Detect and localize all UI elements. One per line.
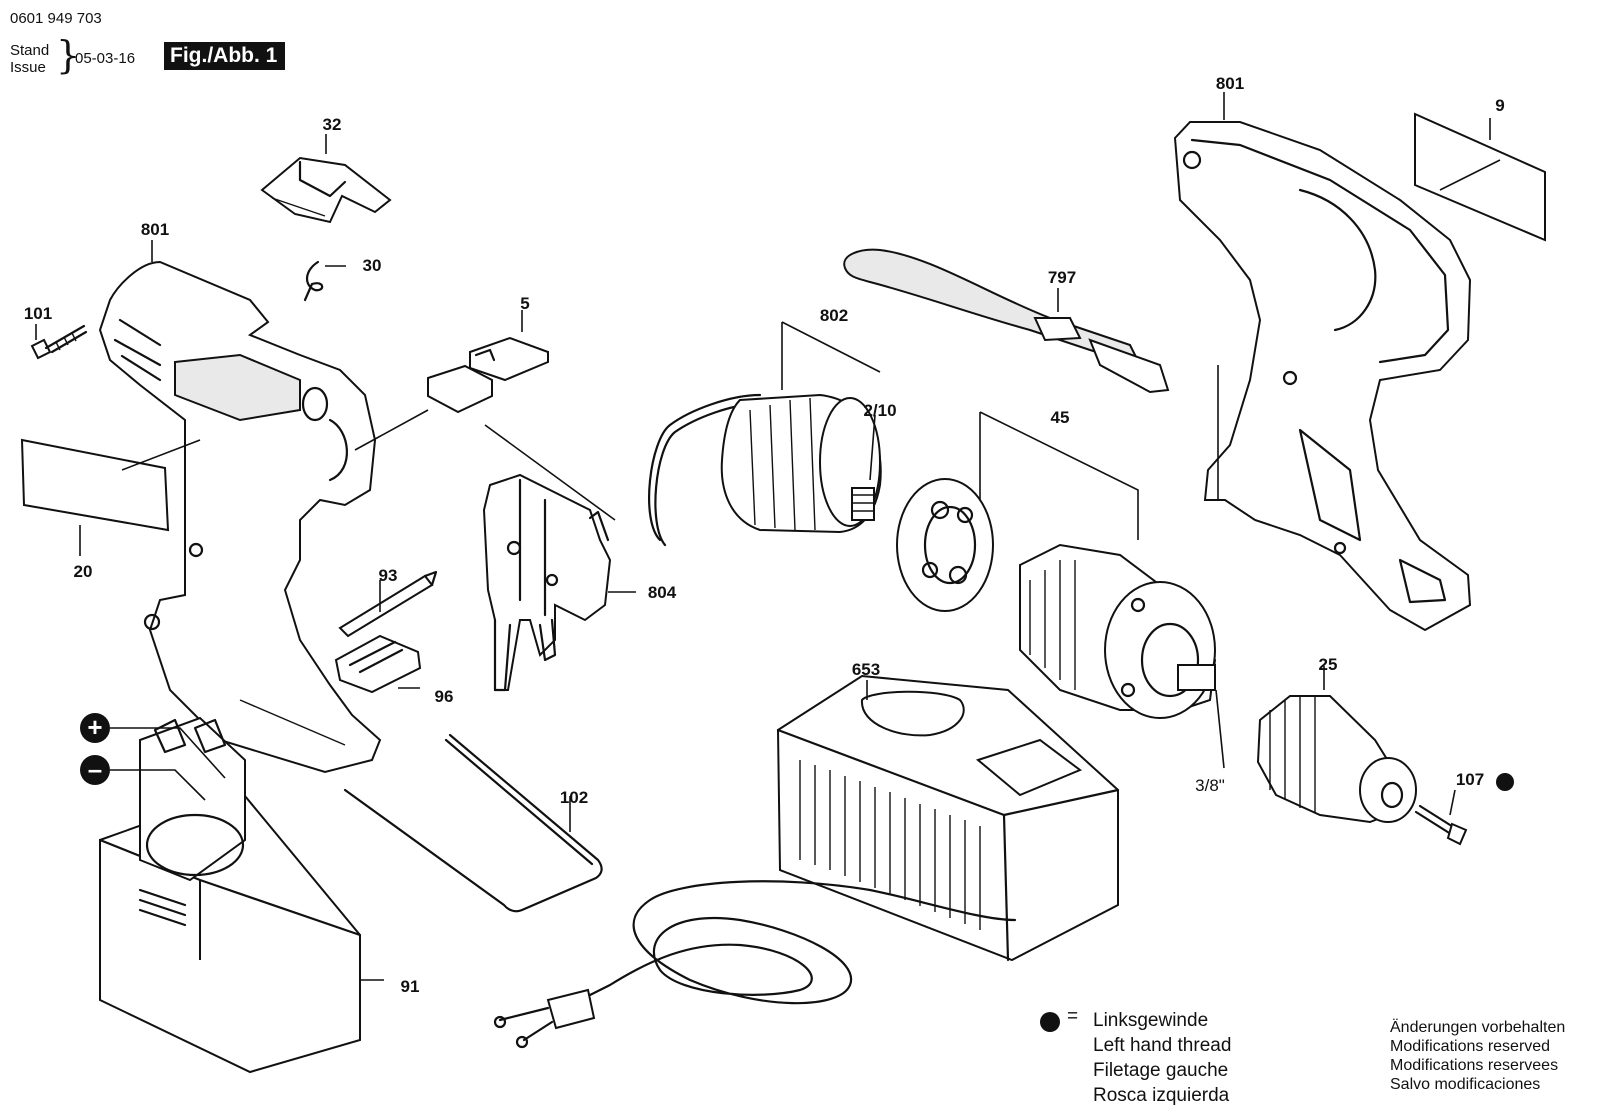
plus-icon: + bbox=[80, 713, 110, 743]
legend-equals: = bbox=[1067, 1006, 1079, 1027]
document-number: 0601 949 703 bbox=[10, 10, 102, 27]
callout-801-left: 801 bbox=[140, 220, 170, 239]
legend-line-de: Linksgewinde bbox=[1093, 1010, 1209, 1031]
stand-issue-labels: Stand Issue bbox=[10, 42, 49, 76]
callout-5: 5 bbox=[520, 294, 530, 313]
part-801-left-housing bbox=[98, 260, 382, 774]
part-801-right-housing bbox=[1173, 121, 1472, 632]
part-32-switch-cover bbox=[260, 156, 392, 224]
callout-9: 9 bbox=[1495, 96, 1505, 115]
callout-93: 93 bbox=[378, 566, 398, 585]
note-de: Änderungen vorbehalten bbox=[1390, 1019, 1566, 1036]
callout-32: 32 bbox=[322, 115, 342, 134]
brace-icon: } bbox=[56, 33, 81, 77]
part-45-gearbox bbox=[1019, 543, 1217, 719]
part-101-screw bbox=[30, 324, 88, 360]
note-fr: Modifications reservees bbox=[1390, 1057, 1559, 1074]
note-en: Modifications reserved bbox=[1390, 1038, 1551, 1055]
part-93-bit bbox=[338, 570, 438, 638]
callout-101: 101 bbox=[23, 304, 53, 323]
callout-797: 797 bbox=[1047, 268, 1077, 287]
callout-102: 102 bbox=[559, 788, 589, 807]
part-107-screw bbox=[1414, 804, 1468, 846]
legend-line-en: Left hand thread bbox=[1093, 1035, 1232, 1056]
left-hand-thread-marker-icon bbox=[1496, 773, 1514, 791]
callout-804: 804 bbox=[647, 583, 677, 602]
issue-date: 05-03-16 bbox=[75, 50, 136, 67]
legend-left-hand-thread: Linksgewinde Left hand thread Filetage g… bbox=[1093, 1008, 1231, 1108]
callout-30: 30 bbox=[362, 256, 382, 275]
legend-line-fr: Filetage gauche bbox=[1093, 1060, 1229, 1081]
callout-96: 96 bbox=[434, 687, 454, 706]
part-30-spring bbox=[303, 260, 324, 302]
part-5-slide bbox=[427, 336, 549, 414]
callout-3-8-inch: 3/8" bbox=[1195, 776, 1225, 795]
stand-label: Stand bbox=[10, 42, 50, 59]
callout-25: 25 bbox=[1318, 655, 1338, 674]
callout-91: 91 bbox=[400, 977, 420, 996]
callout-20: 20 bbox=[73, 562, 93, 581]
part-653-charger bbox=[493, 674, 1120, 1049]
part-804-switch bbox=[482, 473, 612, 692]
part-802-motor bbox=[648, 393, 882, 547]
callout-653: 653 bbox=[851, 660, 881, 679]
part-25-chuck bbox=[1256, 695, 1417, 824]
modification-notes: Änderungen vorbehalten Modifications res… bbox=[1390, 1018, 1565, 1094]
issue-label: Issue bbox=[10, 59, 46, 76]
legend-line-es: Rosca izquierda bbox=[1093, 1085, 1230, 1106]
callout-802: 802 bbox=[819, 306, 849, 325]
callout-2-10: 2/10 bbox=[863, 401, 897, 420]
leader-lines bbox=[35, 92, 1501, 981]
part-96-bit-holder bbox=[334, 634, 422, 694]
part-20-label bbox=[20, 438, 170, 532]
callout-801-right: 801 bbox=[1215, 74, 1245, 93]
part-45-ring bbox=[896, 478, 994, 612]
minus-icon: – bbox=[80, 755, 110, 785]
callout-45: 45 bbox=[1050, 408, 1070, 427]
part-102-hook bbox=[343, 733, 603, 913]
note-es: Salvo modificaciones bbox=[1390, 1076, 1541, 1093]
figure-label: Fig./Abb. 1 bbox=[164, 42, 286, 70]
part-797-strap bbox=[843, 248, 1170, 394]
part-9-label bbox=[1414, 112, 1546, 242]
callout-107: 107 bbox=[1455, 770, 1485, 789]
legend-dot-icon bbox=[1040, 1012, 1060, 1032]
